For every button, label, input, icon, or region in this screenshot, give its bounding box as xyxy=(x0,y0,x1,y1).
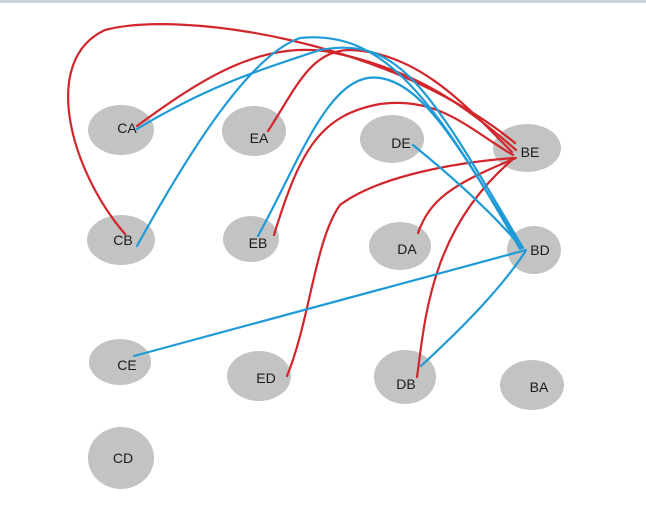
node-ca[interactable] xyxy=(88,105,154,155)
edge-ca-to-be xyxy=(135,48,518,152)
node-shape xyxy=(360,115,424,163)
node-label-ea: EA xyxy=(250,130,269,146)
node-label-db: DB xyxy=(396,376,415,392)
node-ce[interactable] xyxy=(89,339,151,385)
edge-ce-to-bd xyxy=(132,248,528,358)
node-shape xyxy=(222,106,286,156)
edge-de-to-bd xyxy=(411,143,524,250)
node-shape xyxy=(507,226,561,274)
node-label-bd: BD xyxy=(530,242,549,258)
node-label-eb: EB xyxy=(249,235,268,251)
node-ea[interactable] xyxy=(222,106,286,156)
node-da[interactable] xyxy=(369,222,431,270)
edge-ed-to-be xyxy=(285,156,516,378)
edge-eb-to-bd xyxy=(256,76,525,250)
node-ba[interactable] xyxy=(500,360,564,410)
edges-layer xyxy=(67,23,528,379)
labels-layer: CA EA DE BE CB EB DA BD CE ED DB BA CD xyxy=(113,120,550,466)
node-label-be: BE xyxy=(521,144,540,160)
node-ed[interactable] xyxy=(227,351,291,401)
window-top-border xyxy=(0,0,646,3)
edge-ca-to-bd xyxy=(135,46,525,250)
node-db[interactable] xyxy=(374,350,436,404)
node-eb[interactable] xyxy=(223,216,279,262)
node-label-cd: CD xyxy=(113,450,133,466)
nodes-layer xyxy=(87,105,564,489)
node-shape xyxy=(88,427,154,489)
edge-db-to-be xyxy=(415,158,514,379)
node-label-de: DE xyxy=(391,135,410,151)
edge-ea-to-be xyxy=(266,48,514,154)
node-shape xyxy=(88,105,154,155)
node-shape xyxy=(374,350,436,404)
node-shape xyxy=(500,360,564,410)
edge-db-to-bd xyxy=(419,250,527,368)
node-shape xyxy=(227,351,291,401)
node-label-ce: CE xyxy=(117,357,136,373)
node-bd[interactable] xyxy=(507,226,561,274)
node-shape xyxy=(87,215,155,265)
node-de[interactable] xyxy=(360,115,424,163)
node-cb[interactable] xyxy=(87,215,155,265)
node-label-ba: BA xyxy=(530,379,549,395)
node-shape xyxy=(89,339,151,385)
node-label-da: DA xyxy=(397,241,417,257)
edge-eb-to-be xyxy=(272,101,515,237)
node-shape xyxy=(223,216,279,262)
node-label-ca: CA xyxy=(117,120,137,136)
node-label-ed: ED xyxy=(256,370,275,386)
node-label-cb: CB xyxy=(113,232,132,248)
node-cd[interactable] xyxy=(88,427,154,489)
edge-cb-to-be xyxy=(67,23,517,236)
edge-da-to-be xyxy=(416,156,518,235)
node-shape xyxy=(369,222,431,270)
